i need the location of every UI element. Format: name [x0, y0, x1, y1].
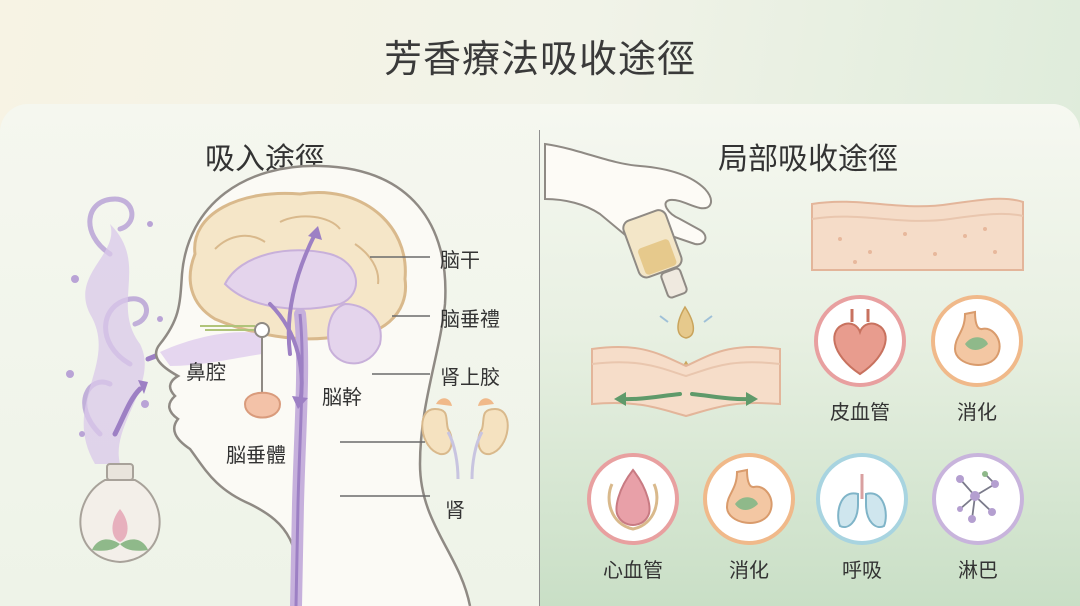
label-kidney: 肾	[445, 494, 465, 523]
label-pituitary-bottom: 脳垂體	[226, 439, 286, 468]
caption-heart: 皮血管	[800, 396, 920, 425]
label-brainstem-inner: 脳幹	[322, 381, 362, 410]
label-nasal-cavity: 鼻腔	[186, 356, 226, 385]
topical-panel-background	[540, 104, 1080, 606]
diagram-card: 吸入途徑	[0, 104, 1080, 606]
caption-lymph: 淋巴	[918, 554, 1038, 583]
label-pituitary-right: 脑垂禮	[440, 303, 500, 332]
vapor-stream-icon	[84, 224, 145, 464]
diffuser-bottle-icon	[80, 464, 159, 562]
caption-lungs: 呼吸	[802, 554, 922, 583]
caption-vessel: 心血管	[573, 554, 693, 583]
page-title: 芳香療法吸收途徑	[0, 28, 1080, 83]
label-brainstem: 脑干	[440, 244, 480, 273]
label-adrenal: 肾上胶	[440, 361, 500, 390]
kidney-icon	[422, 398, 507, 479]
caption-digestion: 消化	[689, 554, 809, 583]
caption-stomach: 消化	[917, 396, 1037, 425]
inhalation-illustration	[0, 104, 540, 606]
topical-heading: 局部吸收途徑	[718, 134, 898, 178]
